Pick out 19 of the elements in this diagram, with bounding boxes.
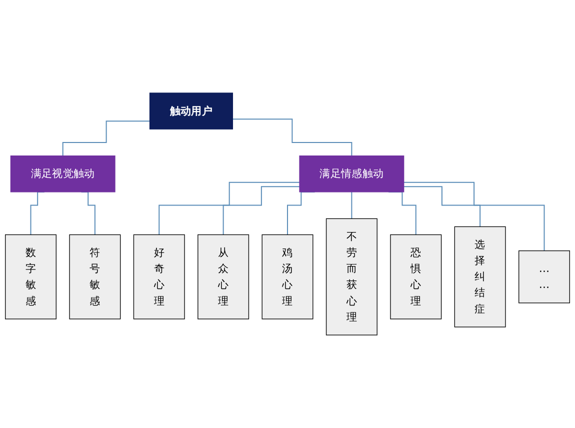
connector xyxy=(232,118,352,156)
node-box: 从众心理 xyxy=(198,234,250,320)
node-box: …… xyxy=(518,250,570,304)
connector xyxy=(351,191,352,220)
node-box: 选择纠结症 xyxy=(454,226,506,328)
node-box: 好奇心理 xyxy=(133,234,185,320)
connector xyxy=(158,182,300,236)
node-box: 鸡汤心理 xyxy=(262,234,314,320)
node-box: 触动用户 xyxy=(149,92,234,130)
node-box: 不劳而获心理 xyxy=(326,218,378,336)
connector xyxy=(222,186,300,236)
node-box: 恐惧心理 xyxy=(390,234,442,320)
connector xyxy=(404,182,545,252)
node-box: 符号敏感 xyxy=(69,234,121,320)
node-box: 满足情感触动 xyxy=(299,156,404,192)
node-box: 满足视觉触动 xyxy=(10,156,116,192)
connector xyxy=(62,120,150,156)
connector xyxy=(404,186,481,228)
node-box: 数字敏感 xyxy=(5,234,56,320)
